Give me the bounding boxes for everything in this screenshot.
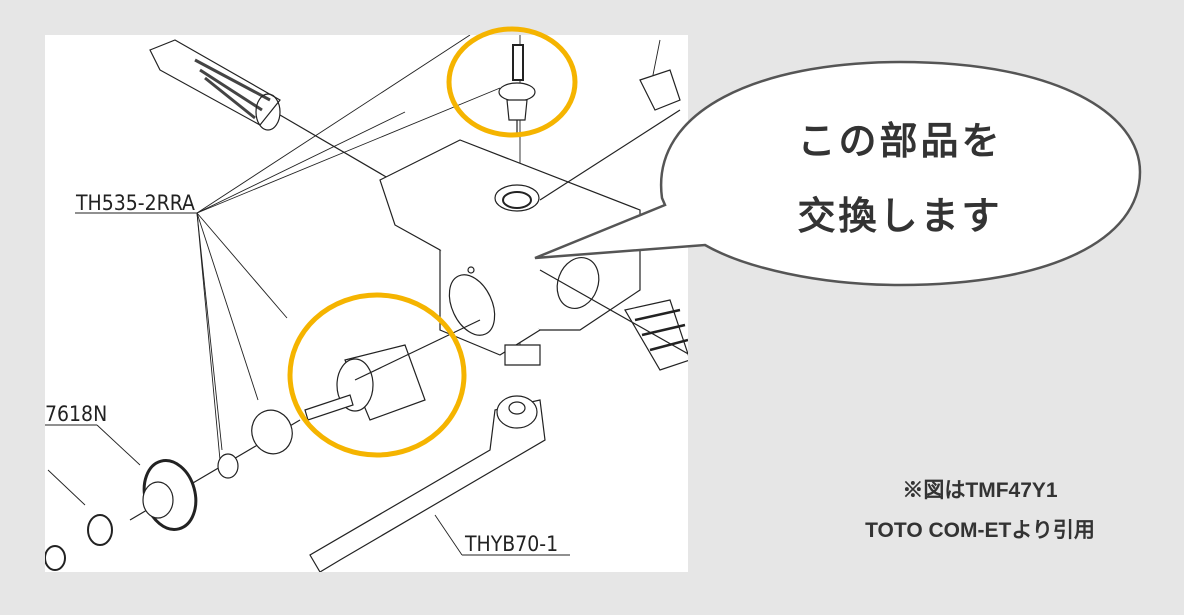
spout [309,395,546,572]
right-fittings [539,69,688,371]
part-label-thyb70: THYB70-1 [464,532,558,556]
check-valve-part [498,44,536,135]
part-label-7618n: 7618N [45,402,107,426]
faucet-body [379,139,641,366]
seals-and-nut [45,409,293,571]
source-note-line-2: TOTO COM-ETより引用 [865,519,1095,542]
speech-bubble [534,60,1142,287]
source-note-line-1: ※図はTMF47Y1 [902,479,1058,502]
highlight-circle-top [446,26,578,138]
filter-cartridge [149,39,401,186]
callout-line-1: この部品を [797,119,1003,163]
highlight-circle-cartridge [287,292,467,458]
part-label-th535: TH535-2RRA [75,191,195,215]
callout-line-2: 交換します [797,194,1003,238]
